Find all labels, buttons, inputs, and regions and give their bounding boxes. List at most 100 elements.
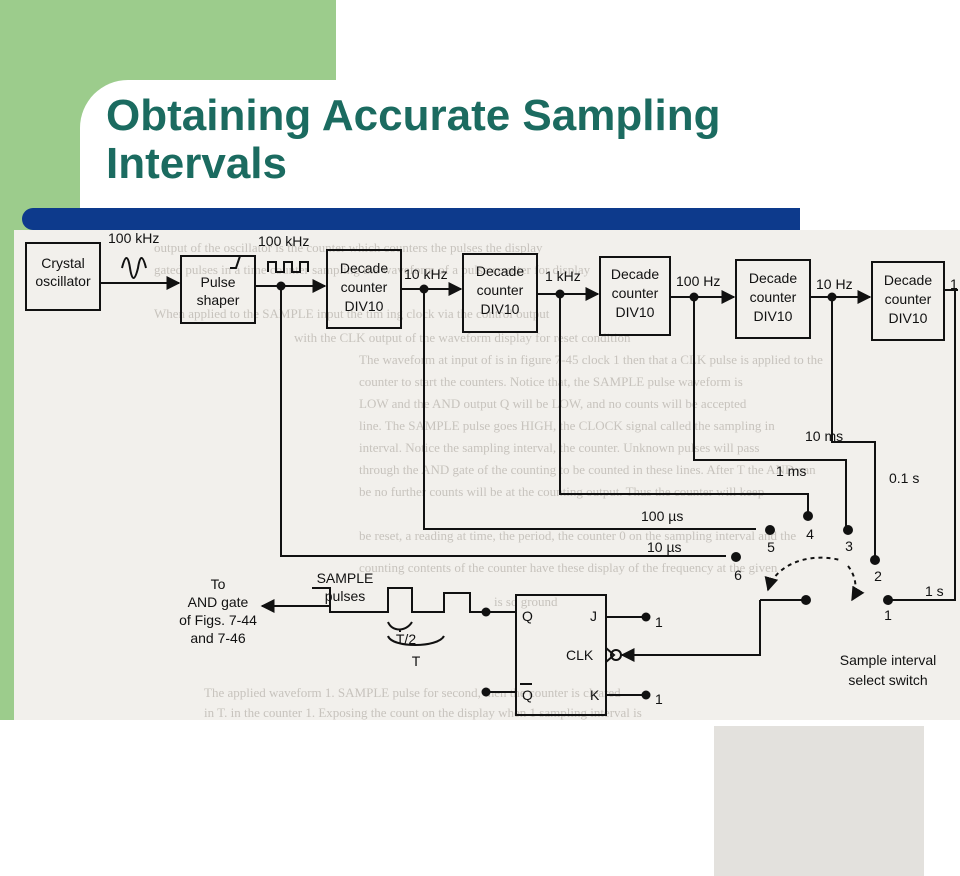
period-0p1s-label: 0.1 s — [889, 470, 919, 486]
counter5-label-line: DIV10 — [889, 310, 928, 326]
schmitt-symbol-icon — [230, 255, 246, 269]
background-text-line: output of the oscillator is the counter … — [154, 240, 543, 255]
background-text-line: through the AND gate of the counting to … — [359, 462, 816, 477]
scan-shade — [714, 726, 924, 876]
tap-line-1ms — [559, 294, 809, 514]
counter3-label-line: DIV10 — [616, 304, 655, 320]
background-text-line: in T. in the counter 1. Exposing the cou… — [204, 705, 642, 720]
switch-contact-2 — [870, 555, 880, 565]
crystal-oscillator-block — [25, 242, 101, 311]
crystal-oscillator-label-line: Crystal — [41, 255, 85, 271]
counter2-label-line: DIV10 — [481, 301, 520, 317]
sample-pulses-label-line: SAMPLE — [317, 570, 374, 586]
switch-caption-line: select switch — [848, 672, 927, 688]
counter3-label-line: Decade — [611, 266, 659, 282]
junction-dot — [555, 289, 565, 299]
period-10ms-label: 10 ms — [805, 428, 843, 444]
switch-contact-6 — [731, 552, 741, 562]
sine-waveform-icon — [121, 257, 147, 279]
switch-position-1: 1 — [884, 607, 892, 623]
square-waveform-icon — [267, 261, 309, 273]
freq-c5-label: 1 — [950, 276, 958, 292]
switch-contact-3 — [843, 525, 853, 535]
pulse-shaper-label-line: Pulse — [200, 274, 235, 290]
background-text-line: with the CLK output of the waveform disp… — [294, 330, 631, 345]
background-text-line: is so ground — [494, 594, 558, 609]
tap-line-1s — [888, 290, 956, 601]
pulse-shaper-label-line: shaper — [197, 292, 240, 308]
period-100us-label: 100 µs — [641, 508, 683, 524]
switch-caption-line: Sample interval — [840, 652, 937, 668]
ff-j-value: 1 — [655, 614, 663, 630]
clk-edge-marker — [605, 647, 616, 663]
period-10us-label: 10 µs — [647, 539, 682, 555]
background-text-line: When applied to the SAMPLE input the tim… — [154, 306, 550, 321]
counter4-label-line: DIV10 — [754, 308, 793, 324]
decade-counter-5-block — [871, 261, 945, 341]
t-label: T — [412, 653, 421, 669]
ff-qbar-label: Q — [522, 687, 533, 703]
junction-dot — [419, 284, 429, 294]
freq-osc-label: 100 kHz — [108, 230, 159, 246]
freq-shaper-label: 100 kHz — [258, 233, 309, 249]
ff-clk-label: CLK — [566, 647, 594, 663]
period-1s-label: 1 s — [925, 583, 944, 599]
ff-k-label: K — [590, 687, 600, 703]
counter1-label-line: DIV10 — [345, 298, 384, 314]
switch-contact-4 — [803, 511, 813, 521]
k-input-dot — [641, 690, 651, 700]
switch-position-5: 5 — [767, 539, 775, 555]
ff-q-label: Q — [522, 608, 533, 624]
switch-contact-1 — [883, 595, 893, 605]
counter2-label-line: Decade — [476, 263, 524, 279]
switch-caption: Sample interval select switch — [840, 652, 937, 688]
switch-position-2: 2 — [874, 568, 882, 584]
background-text-line: counting contents of the counter have th… — [359, 560, 778, 575]
destination-label-line: of Figs. 7-44 — [179, 612, 257, 628]
clk-bubble — [610, 649, 622, 661]
junction-dot — [827, 292, 837, 302]
counter5-label-line: counter — [885, 291, 932, 307]
destination-label-line: AND gate — [188, 594, 249, 610]
switch-position-6: 6 — [734, 567, 742, 583]
counter2-label-line: counter — [477, 282, 524, 298]
tap-line-10ms — [693, 297, 847, 527]
q-output-dot — [481, 607, 491, 617]
t-brace — [387, 635, 445, 646]
sample-pulses-label-line: pulses — [325, 588, 365, 604]
switch-rotation-arc-end — [847, 565, 865, 602]
counter1-label-line: Decade — [340, 260, 388, 276]
decade-counter-4-block — [735, 259, 811, 339]
background-text-line: gated pulses in a time counter sampling … — [154, 262, 591, 277]
background-text-line: line. The SAMPLE pulse goes HIGH, the CL… — [359, 418, 775, 433]
pulse-shaper-block — [180, 255, 256, 324]
sample-pulse-waveform — [312, 587, 486, 613]
connector-switch-to-clk — [620, 600, 761, 662]
background-text-line: counter to start the counters. Notice th… — [359, 374, 743, 389]
tap-line-0p1s — [831, 297, 876, 558]
decorative-green-strip — [0, 0, 14, 720]
ff-k-value: 1 — [655, 691, 663, 707]
title-accent-bar — [22, 208, 800, 230]
background-text-line: The waveform at input of is in figure 7-… — [359, 352, 823, 367]
counter4-label-line: Decade — [749, 270, 797, 286]
ff-j-label: J — [590, 608, 597, 624]
freq-c4-label: 10 Hz — [816, 276, 853, 292]
destination-label-line: To — [211, 576, 226, 592]
t-half-label: T/2 — [396, 631, 416, 647]
counter4-label-line: counter — [750, 289, 797, 305]
period-1ms-label: 1 ms — [776, 463, 806, 479]
background-text-line: LOW and the AND output Q will be LOW, an… — [359, 396, 747, 411]
jk-flipflop-block — [515, 594, 607, 716]
counter3-label-line: counter — [612, 285, 659, 301]
qbar-output-dot — [481, 687, 491, 697]
freq-c1-label: 10 kHz — [404, 266, 448, 282]
title-panel — [80, 80, 960, 230]
destination-label-line: and 7-46 — [190, 630, 245, 646]
junction-dot — [689, 292, 699, 302]
background-text-line: be reset, a reading at time, the period,… — [359, 528, 797, 543]
